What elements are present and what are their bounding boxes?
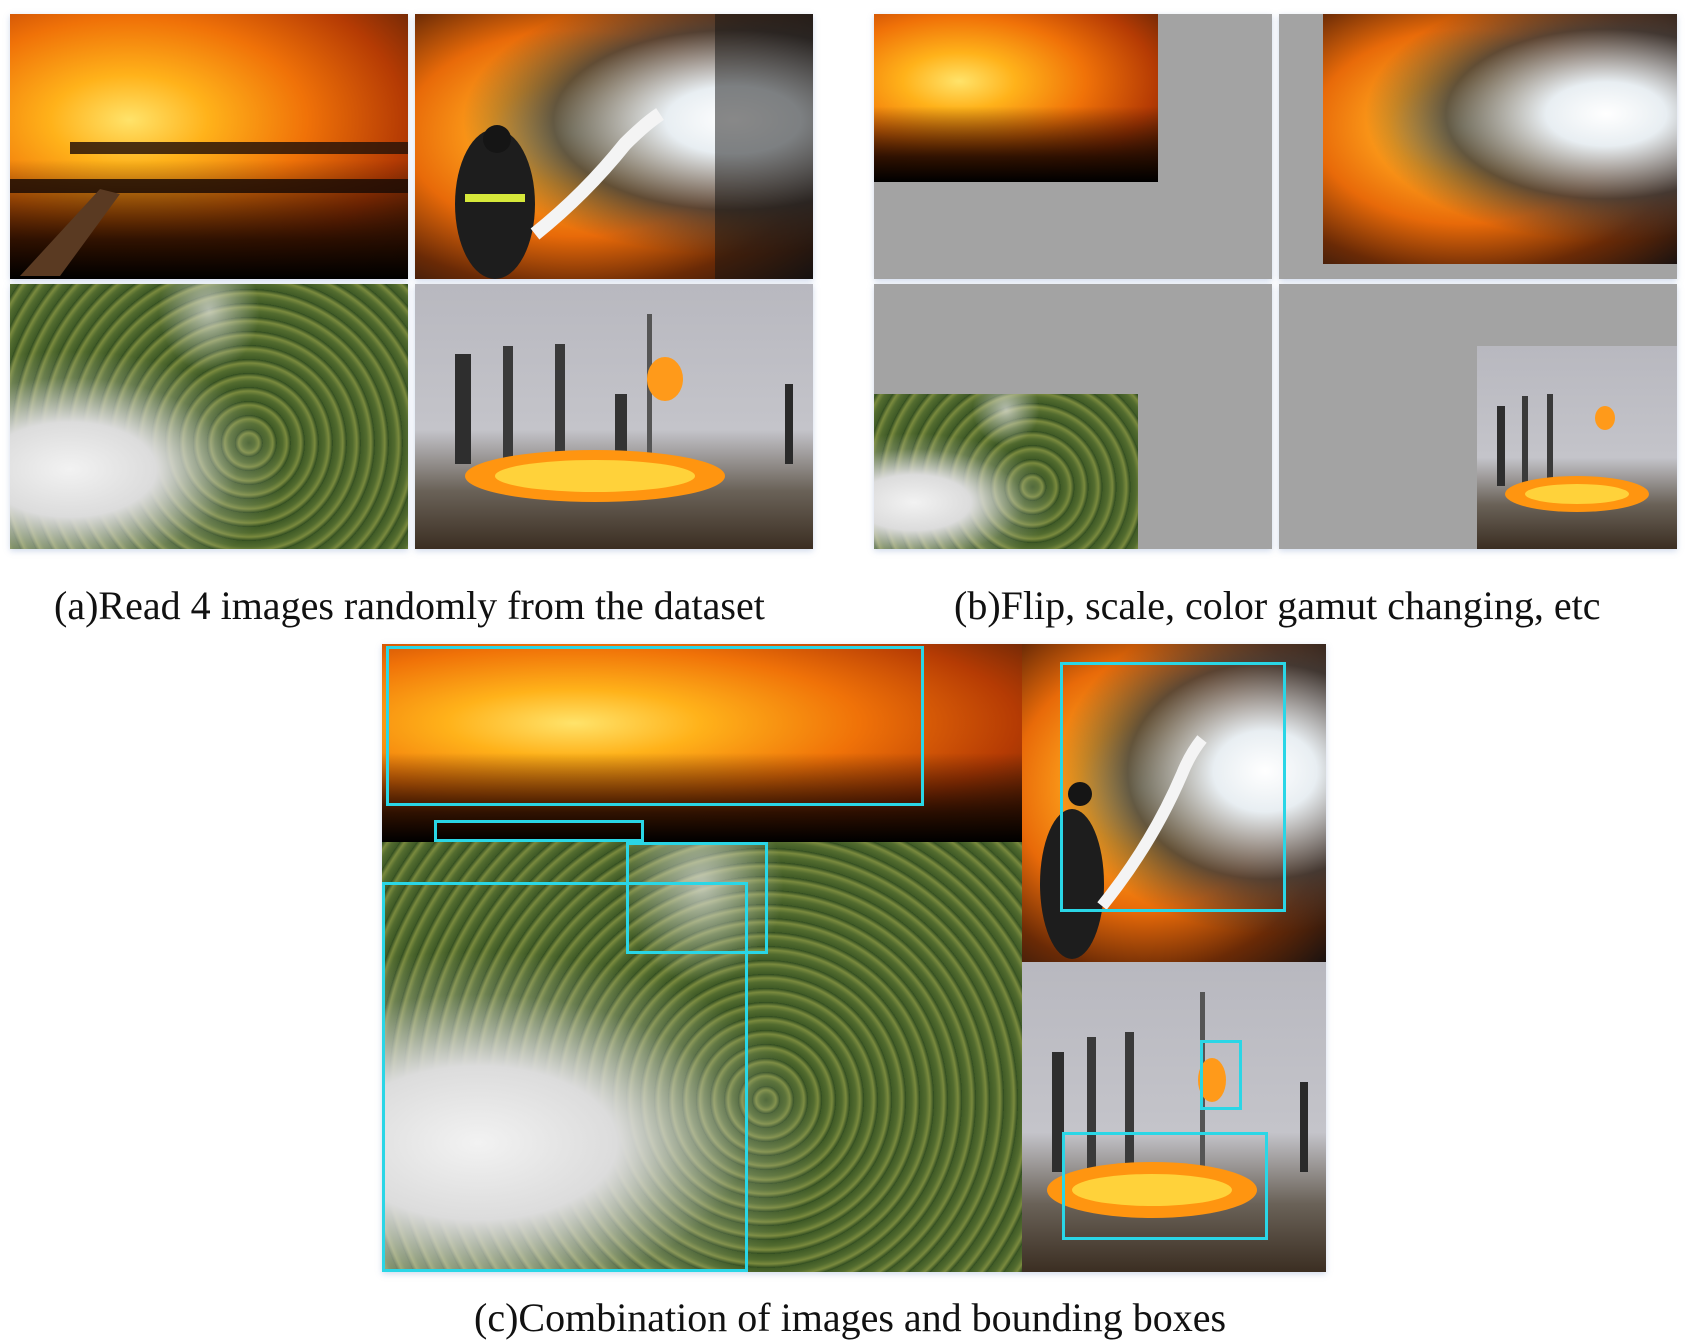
refinery-scene <box>455 314 793 502</box>
bbox-smoke-top <box>626 842 768 954</box>
caption-c: (c)Combination of images and bounding bo… <box>474 1295 1227 1340</box>
panel-a-grid <box>10 14 818 550</box>
bbox-smoke-main <box>382 882 748 1272</box>
panel-c-mosaic <box>382 644 1326 1272</box>
image-forest-smoke <box>10 284 408 549</box>
bbox-firefighter-fire <box>1060 662 1286 912</box>
augmented-tile-bottom-left <box>874 284 1272 549</box>
refinery-scene-scaled <box>1497 394 1649 512</box>
caption-b: (b)Flip, scale, color gamut changing, et… <box>954 583 1601 628</box>
image-firefighter <box>415 14 813 279</box>
image-wood-fire <box>10 14 408 279</box>
bbox-refinery-flare-small <box>1200 1040 1242 1110</box>
mosaic-refinery-scene <box>1047 992 1308 1218</box>
image-forest-smoke-scaled <box>874 394 1138 549</box>
caption-a: (a)Read 4 images randomly from the datas… <box>54 583 765 628</box>
image-refinery-flare <box>415 284 813 549</box>
mosaic-forest-smoke <box>382 842 1022 1272</box>
firefighter-figure <box>455 14 813 279</box>
image-refinery-flare-scaled <box>1477 346 1677 549</box>
augmented-tile-top-left <box>874 14 1272 279</box>
wood-plank-overlay <box>10 142 408 276</box>
bbox-wood-fire-main <box>386 646 924 806</box>
bbox-refinery-flame-main <box>1062 1132 1268 1240</box>
mosaic-refinery-flare <box>1022 962 1326 1272</box>
augmented-tile-top-right <box>1279 14 1677 279</box>
bbox-wood-fire-bottom <box>434 820 644 842</box>
panel-b-grid <box>874 14 1682 550</box>
mosaic-firefighter-figure <box>1040 735 1207 959</box>
augmented-tile-bottom-right <box>1279 284 1677 549</box>
mosaic-wood-fire <box>382 644 1022 842</box>
image-firefighter-scaled <box>1323 14 1677 264</box>
image-wood-fire-scaled <box>874 14 1158 182</box>
